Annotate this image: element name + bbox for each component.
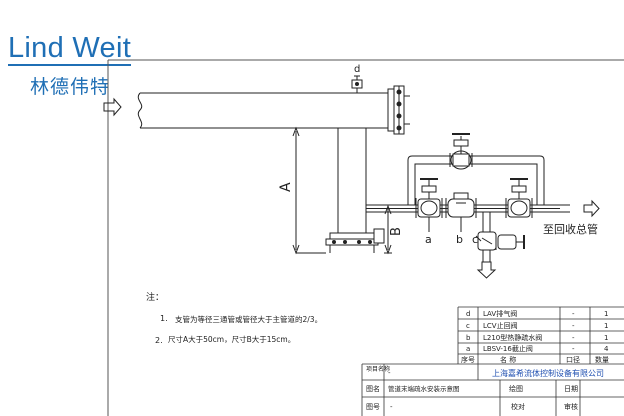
parts-row-2-spec: - [572,322,575,330]
parts-row-3-no: b [466,334,471,342]
parts-header-name: 名 称 [500,355,516,364]
drawing-no-value: - [390,403,393,411]
note-2-text: 尺寸A大于50cm，尺寸B大于15cm。 [168,334,295,344]
air-vent-valve-d [351,75,363,93]
logo-wordmark: Lind Weit [8,32,132,66]
parts-row-1-no: d [466,310,470,318]
end-flange [387,85,410,135]
main-pipe [137,92,388,129]
parts-row-1-name: LAV排气阀 [483,309,517,318]
reviewed-by-label: 审核 [564,402,578,411]
parts-row-4-qty: 4 [604,345,609,353]
parts-row-4-no: a [466,345,470,353]
parts-header-qty: 数量 [595,355,609,364]
note-1-number: 1. [160,314,168,323]
globe-valve-a [415,178,443,218]
outlet-pipe-end [560,204,570,213]
label-a-dimension: A [278,182,294,192]
drip-leg-pipe [325,128,385,253]
globe-valve-right [505,178,533,218]
parts-row-2-name: LCV止回阀 [483,321,518,330]
dimension-a [292,126,338,255]
label-b-dimension: B [389,227,404,236]
project-name-value: - [388,369,391,377]
company-name: 上海嘉希流体控制设备有限公司 [492,368,604,378]
date-label: 日期 [564,385,578,393]
checked-by-label: 校对 [511,402,525,411]
drawing-name-value: 管道末端疏水安装示意图 [388,384,460,393]
drain-arrow [476,261,497,279]
parts-row-1-qty: 1 [604,310,608,318]
label-d: d [354,64,360,75]
drawn-by-label: 绘图 [509,384,523,393]
notes-title: 注： [146,291,164,303]
parts-row-4-name: LBSV-16截止阀 [483,344,533,353]
parts-row-2-qty: 1 [604,322,608,330]
parts-row-2-no: c [466,322,470,330]
label-to-recovery-header: 至回收总管 [543,222,598,236]
parts-table-text: d LAV排气阀 - 1 c LCV止回阀 - 1 b L210型热静疏水阀 -… [461,309,609,364]
parts-header-spec: 口径 [566,355,580,364]
drawing-name-label: 图名 [366,384,380,393]
label-c: c [472,233,478,246]
logo-chinese-name: 林德伟特 [30,76,111,98]
label-b: b [456,233,463,246]
label-a: a [425,233,432,246]
drawing-no-label: 图号 [366,403,380,411]
globe-valve-bypass [449,133,473,170]
title-block [361,363,624,416]
parts-row-3-qty: 1 [604,334,608,342]
flow-direction-arrow [103,97,122,117]
parts-row-4-spec: - [572,345,575,353]
parts-row-3-name: L210型热静疏水阀 [483,333,542,342]
note-1-text: 支管为等径三通管或管径大于主管道的2/3。 [175,314,322,324]
parts-header-no: 序号 [461,355,475,364]
outlet-arrow [583,199,600,218]
leader-c [475,235,482,242]
parts-row-1-spec: - [572,310,575,318]
project-name-label: 项目名称 [366,365,390,373]
note-2-number: 2. [155,336,163,345]
parts-table [457,306,624,364]
title-block-text: 项目名称 - 上海嘉希流体控制设备有限公司 图名 管道末端疏水安装示意图 绘图 … [366,365,604,411]
steam-trap-b [445,192,477,218]
notes: 注： 1. 支管为等径三通管或管径大于主管道的2/3。 2. 尺寸A大于50cm… [146,291,322,345]
drain-line [477,212,525,262]
parts-row-3-spec: - [572,334,575,342]
